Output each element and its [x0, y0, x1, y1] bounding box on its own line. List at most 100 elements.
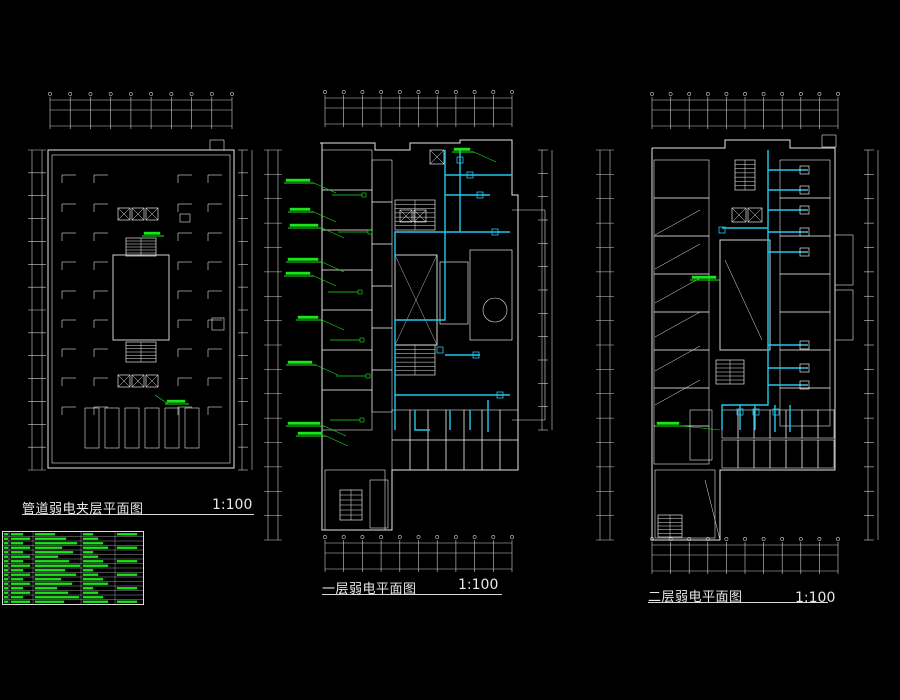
ramp-room: [369, 479, 389, 529]
legend-symbol: [3, 578, 9, 581]
service-room: [144, 407, 160, 449]
legend-text-bar: [10, 600, 31, 603]
patient-room: [801, 409, 819, 439]
legend-text-bar: [34, 555, 59, 558]
grid-axis-bubble: [379, 535, 384, 539]
plan-first-floor: [264, 90, 553, 572]
legend-text-bar: [10, 551, 24, 554]
cable-tray: [414, 410, 430, 431]
mech-room: [209, 139, 225, 151]
legend-text-bar: [34, 596, 80, 599]
grid-axis-bubble: [189, 92, 194, 96]
label-text-bar: [656, 421, 680, 425]
atrium-diagonal: [724, 259, 763, 341]
patient-room: [463, 439, 483, 471]
patient-room: [785, 409, 803, 439]
legend-text-bar: [82, 582, 109, 585]
legend-text-bar: [82, 555, 99, 558]
elevator-cross: [131, 207, 145, 221]
cable-leader: [154, 394, 169, 405]
legend-text-bar: [116, 587, 138, 590]
legend-text-bar: [82, 564, 109, 567]
legend-text-bar: [82, 569, 94, 572]
junction-box: [772, 408, 780, 416]
legend-symbol: [3, 533, 9, 536]
grid-axis-bubble: [128, 92, 133, 96]
label-text-bar: [691, 275, 717, 279]
legend-symbol: [3, 555, 9, 558]
grid-axis-bubble: [668, 92, 673, 96]
grid-axis-bubble: [817, 92, 822, 96]
patient-room: [445, 439, 465, 471]
legend-text-bar: [10, 573, 31, 576]
junction-box: [436, 346, 444, 354]
service-room: [84, 407, 100, 449]
junction-box: [466, 171, 474, 179]
label-leader: [682, 425, 721, 431]
legend-text-bar: [34, 564, 81, 567]
grid-axis-bubble: [817, 537, 822, 541]
legend-table-grid: [3, 532, 143, 604]
legend-text-bar: [10, 560, 24, 563]
legend-text-bar: [82, 587, 94, 590]
lower-wing: [654, 469, 716, 539]
grid-axis-bubble: [687, 537, 692, 541]
ward-room: [653, 311, 710, 351]
legend-text-bar: [34, 546, 63, 549]
legend-text-bar: [82, 542, 104, 545]
room-outline: [321, 229, 373, 271]
patient-room: [785, 439, 803, 469]
bed-diagonal: [654, 209, 701, 236]
room-outline: [321, 349, 373, 391]
ward-room: [653, 159, 710, 199]
plan-scale-first-floor: 1:100: [458, 577, 499, 593]
grid-axis-bubble: [416, 535, 421, 539]
patient-room: [427, 409, 447, 441]
junction-box: [496, 391, 504, 399]
plan-title-first-floor: 一层弱电平面图: [322, 582, 417, 597]
legend-text-bar: [82, 560, 104, 563]
building-outline: [320, 139, 519, 531]
network-cabinet: [799, 205, 810, 215]
outlet-symbol: [361, 192, 367, 198]
legend-text-bar: [34, 600, 65, 603]
label-leader: [321, 319, 345, 331]
grid-axis-bubble: [453, 535, 458, 539]
legend-text-bar: [82, 537, 99, 540]
legend-text-bar: [116, 560, 138, 563]
label-leader: [323, 425, 347, 437]
grid-axis-bubble: [798, 537, 803, 541]
building-outline: [47, 149, 235, 469]
patient-room: [409, 409, 429, 441]
network-cabinet: [799, 380, 810, 390]
ramp-line: [704, 479, 721, 541]
grid-axis-bubble: [668, 537, 673, 541]
label-leader: [313, 182, 337, 194]
legend-text-bar: [116, 546, 138, 549]
legend-text-bar: [34, 542, 78, 545]
grid-axis-bubble: [705, 92, 710, 96]
grid-axis-bubble: [435, 535, 440, 539]
service-room: [124, 407, 140, 449]
grid-axis-bubble: [743, 537, 747, 541]
room-outline: [371, 369, 393, 413]
plan-second-floor: [596, 92, 879, 574]
legend-symbol: [3, 596, 9, 599]
junction-box: [472, 351, 480, 359]
service-room: [184, 407, 200, 449]
patient-room: [753, 409, 771, 439]
grid-axis-bubble: [650, 92, 654, 96]
grid-axis-bubble: [743, 92, 747, 96]
legend-symbol: [3, 537, 9, 540]
grid-axis-bubble: [491, 90, 496, 94]
elevator-shaft: [145, 207, 159, 221]
grid-axis-bubble: [472, 535, 477, 539]
outlet-symbol: [359, 417, 365, 423]
legend-text-bar: [10, 596, 24, 599]
patient-room: [753, 439, 771, 469]
room-outline: [371, 159, 393, 203]
patient-room: [427, 439, 447, 471]
grid-axis-bubble: [209, 92, 214, 96]
grid-axis-bubble: [230, 92, 234, 96]
